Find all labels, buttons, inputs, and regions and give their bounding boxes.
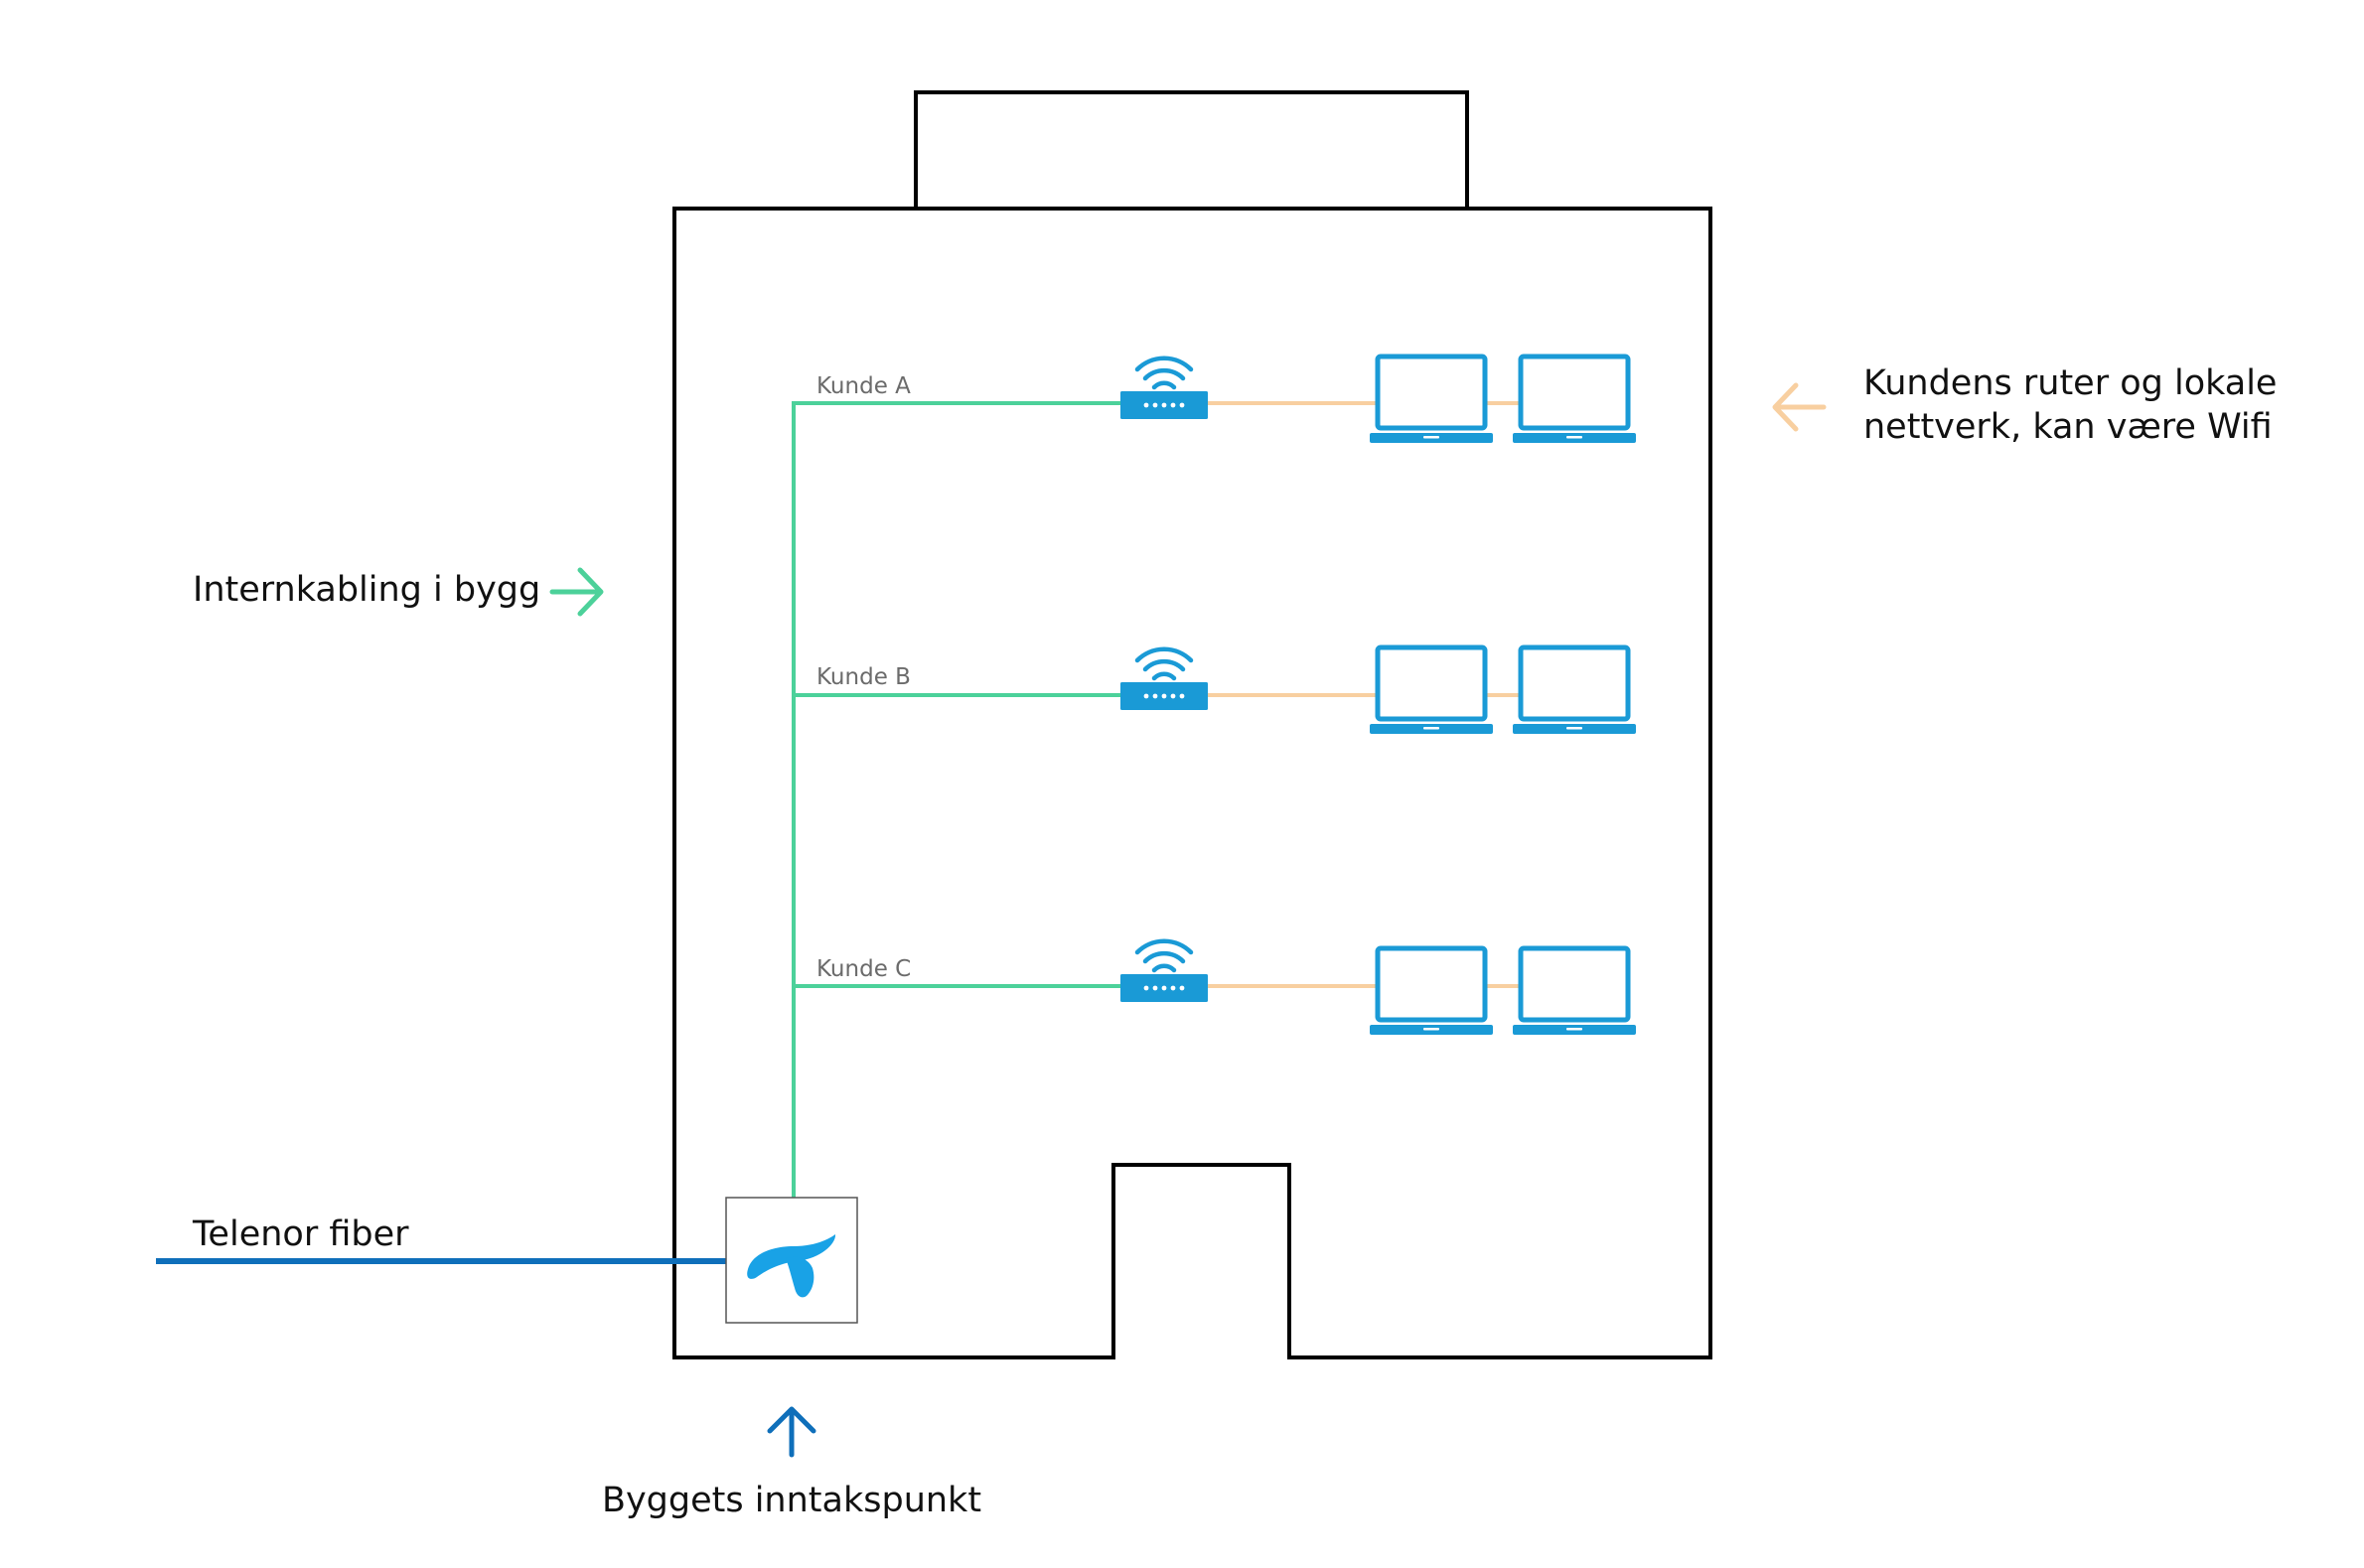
- customer-router-label-line1: Kundens ruter og lokale: [1863, 363, 2277, 403]
- entry-point-label: Byggets inntakspunkt: [602, 1481, 981, 1520]
- customer-label-a: Kunde A: [816, 373, 911, 399]
- laptop-icon-a1: [1370, 356, 1493, 443]
- router-icon-a: [1120, 358, 1208, 419]
- arrow-left-icon: [1772, 382, 1827, 432]
- laptop-icon-c1: [1370, 948, 1493, 1035]
- customer-label-b: Kunde B: [816, 664, 911, 690]
- laptop-icon-c2: [1513, 948, 1636, 1035]
- internal-cabling: [792, 401, 1122, 1199]
- internal-cabling-label: Internkabling i bygg: [193, 570, 540, 610]
- laptop-icon-b1: [1370, 647, 1493, 734]
- router-icon-c: [1120, 941, 1208, 1002]
- customer-router-label-line2: nettverk, kan være Wifi: [1863, 407, 2273, 447]
- telenor-logo: [747, 1234, 836, 1298]
- arrow-right-icon: [549, 567, 604, 617]
- building-roof: [914, 90, 1469, 209]
- laptop-icon-b2: [1513, 647, 1636, 734]
- arrow-up-icon: [767, 1406, 816, 1458]
- building-outline: [672, 207, 1712, 1359]
- router-icon-b: [1120, 649, 1208, 710]
- customer-network-cabling: [1208, 401, 1522, 988]
- laptop-icon-a2: [1513, 356, 1636, 443]
- customer-label-c: Kunde C: [816, 956, 911, 982]
- telenor-fiber-label: Telenor fiber: [192, 1214, 409, 1254]
- customer-router-label: Kundens ruter og lokale nettverk, kan væ…: [1863, 363, 2289, 447]
